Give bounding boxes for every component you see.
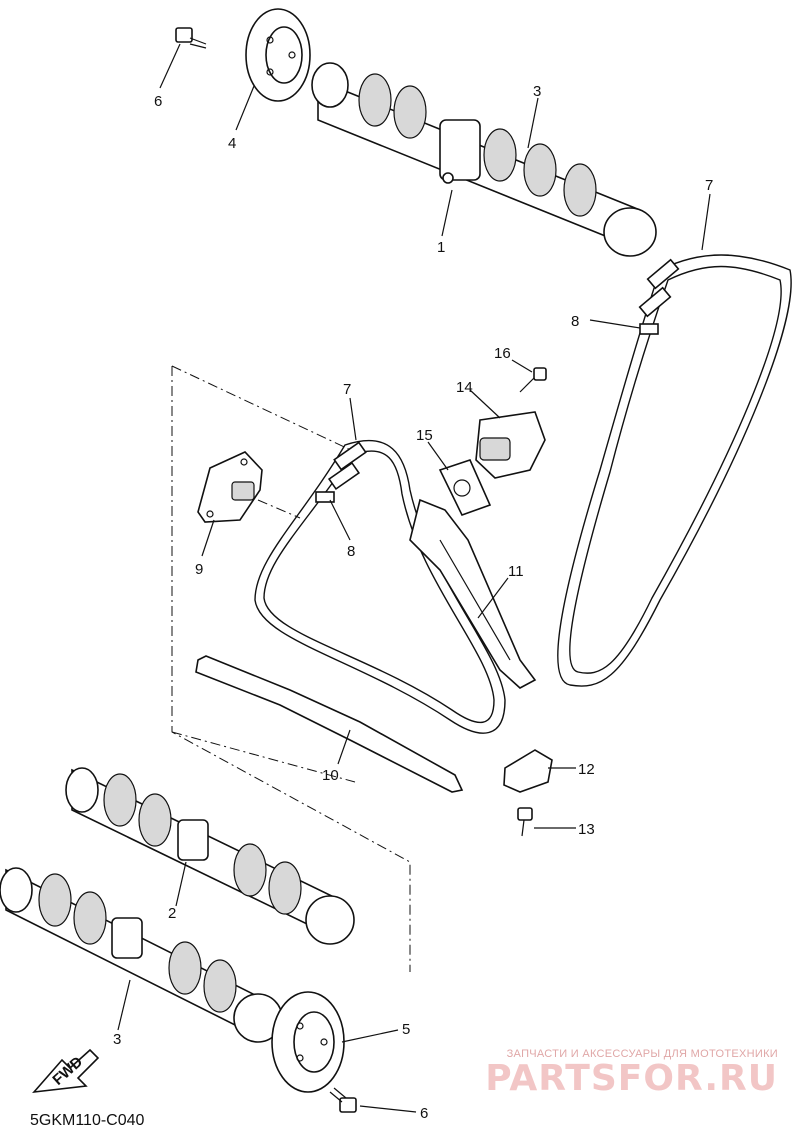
fwd-arrow: FWD — [32, 1048, 100, 1094]
cam-chain-left — [254, 439, 506, 734]
callout-7-right: 7 — [705, 177, 713, 194]
camshaft-middle — [65, 767, 355, 945]
callout-7-left: 7 — [343, 381, 351, 398]
callout-6-top: 6 — [154, 93, 162, 110]
callout-8-right: 8 — [571, 313, 579, 330]
camshaft-top — [311, 62, 657, 257]
chain-tensioner-guide — [409, 498, 537, 689]
callout-10: 10 — [322, 767, 339, 784]
callout-5: 5 — [402, 1021, 410, 1038]
watermark: ЗАПЧАСТИ И АКСЕССУАРЫ ДЛЯ МОТОТЕХНИКИ PA… — [485, 1048, 778, 1098]
cam-chain-tensioner — [475, 411, 546, 479]
watermark-tagline: ЗАПЧАСТИ И АКСЕССУАРЫ ДЛЯ МОТОТЕХНИКИ — [506, 1048, 778, 1060]
watermark-logo: PARTSFOR.RU — [485, 1058, 778, 1099]
cam-sprocket-bottom — [271, 991, 345, 1093]
tensioner-gasket — [438, 459, 492, 516]
callout-15: 15 — [416, 427, 433, 444]
callout-3-bottom: 3 — [113, 1031, 121, 1048]
callout-12: 12 — [578, 761, 595, 778]
tensioner-bolt — [519, 367, 547, 393]
chain-stopper — [503, 749, 553, 793]
callout-11: 11 — [508, 563, 524, 580]
cam-sprocket-top — [245, 8, 311, 102]
callout-9: 9 — [195, 561, 203, 578]
callout-6-bottom: 6 — [420, 1105, 428, 1122]
callout-16: 16 — [494, 345, 511, 362]
callout-4: 4 — [228, 135, 236, 152]
stopper-bolt — [517, 807, 533, 837]
assembly-boundary — [171, 365, 411, 972]
callout-14: 14 — [456, 379, 473, 396]
cam-chain-right — [557, 254, 792, 687]
callout-1: 1 — [437, 239, 445, 256]
callout-8-left: 8 — [347, 543, 355, 560]
chain-guide-upper — [197, 451, 263, 523]
callout-13: 13 — [578, 821, 595, 838]
leader-lines — [117, 43, 711, 1113]
callout-2: 2 — [168, 905, 176, 922]
sprocket-bolt-bottom — [329, 1087, 357, 1113]
sprocket-bolt-top — [175, 27, 207, 49]
callout-3-top: 3 — [533, 83, 541, 100]
diagram-code: 5GKM110-C040 — [30, 1112, 145, 1129]
camshaft-bottom — [0, 867, 283, 1043]
chain-guide-lower — [195, 655, 464, 793]
